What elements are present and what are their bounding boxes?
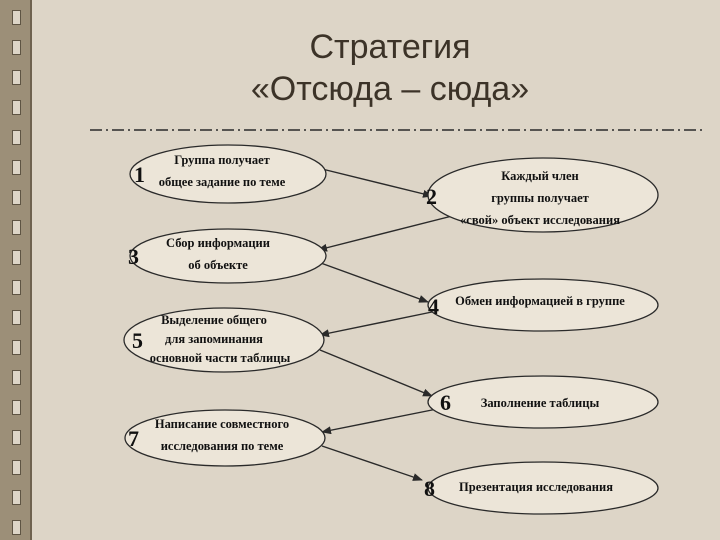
bar-tick bbox=[12, 160, 21, 175]
step-label-line: об объекте bbox=[188, 258, 248, 272]
arrow-3-to-4 bbox=[317, 261, 429, 303]
bar-tick bbox=[12, 340, 21, 355]
bar-tick bbox=[12, 280, 21, 295]
step-label-line: Заполнение таблицы bbox=[481, 396, 600, 410]
bar-tick bbox=[12, 520, 21, 535]
bar-tick bbox=[12, 400, 21, 415]
step-ellipse bbox=[427, 461, 659, 515]
step-ellipse bbox=[427, 375, 659, 429]
step-label-line: Обмен информацией в группе bbox=[455, 294, 625, 308]
step-ellipse bbox=[129, 144, 327, 204]
bar-tick bbox=[12, 370, 21, 385]
step-6: 6 Заполнение таблицы bbox=[427, 375, 659, 429]
step-number: 3 bbox=[128, 244, 139, 269]
step-ellipse bbox=[427, 278, 659, 332]
step-2: 2 Каждый член группы получает «свой» объ… bbox=[426, 157, 659, 233]
step-5: 5 Выделение общего для запоминания основ… bbox=[123, 307, 325, 373]
arrow-6-to-7 bbox=[321, 407, 443, 435]
title-line-1: Стратегия bbox=[309, 28, 471, 66]
step-label-line: общее задание по теме bbox=[159, 175, 286, 189]
left-decorative-bar bbox=[0, 0, 32, 540]
title-line-2: «Отсюда – сюда» bbox=[250, 70, 530, 108]
step-ellipse bbox=[124, 409, 326, 467]
bar-tick bbox=[12, 490, 21, 505]
bar-tick bbox=[12, 190, 21, 205]
step-number: 5 bbox=[132, 328, 143, 353]
bar-tick bbox=[12, 220, 21, 235]
step-number: 6 bbox=[440, 390, 451, 415]
arrow-5-to-6 bbox=[319, 349, 433, 397]
bar-tick bbox=[12, 10, 21, 25]
step-label-line: Написание совместного bbox=[155, 417, 289, 431]
step-label-line: Сбор информации bbox=[166, 236, 270, 250]
step-1: 1 Группа получает общее задание по теме bbox=[129, 144, 327, 204]
step-ellipse bbox=[129, 228, 327, 284]
step-3: 3 Сбор информации об объекте bbox=[128, 228, 327, 284]
step-label-line: Выделение общего bbox=[161, 313, 267, 327]
step-ellipse bbox=[427, 157, 659, 233]
step-number: 7 bbox=[128, 426, 139, 451]
step-number: 2 bbox=[426, 184, 437, 209]
arrow-4-to-5 bbox=[319, 311, 433, 338]
connectors bbox=[317, 167, 461, 481]
step-label-line: группы получает bbox=[491, 191, 589, 205]
bar-tick bbox=[12, 250, 21, 265]
arrow-1-to-2 bbox=[317, 167, 433, 198]
bar-tick bbox=[12, 100, 21, 115]
step-8: 8 Презентация исследования bbox=[424, 461, 659, 515]
bar-tick bbox=[12, 460, 21, 475]
slide-title: Стратегия «Отсюда – сюда» bbox=[130, 26, 650, 110]
arrow-7-to-8 bbox=[321, 445, 423, 481]
step-label-line: для запоминания bbox=[165, 332, 263, 346]
step-label-line: Каждый член bbox=[501, 169, 578, 183]
step-label-line: Презентация исследования bbox=[459, 480, 613, 494]
step-ellipse bbox=[123, 307, 325, 373]
step-number: 1 bbox=[134, 162, 145, 187]
step-label-line: основной части таблицы bbox=[150, 351, 291, 365]
bar-tick bbox=[12, 130, 21, 145]
step-number: 4 bbox=[428, 294, 439, 319]
step-label-line: исследования по теме bbox=[161, 439, 284, 453]
bar-tick bbox=[12, 40, 21, 55]
step-label-line: Группа получает bbox=[174, 153, 270, 167]
bar-tick bbox=[12, 430, 21, 445]
step-7: 7 Написание совместного исследования по … bbox=[124, 409, 326, 467]
step-label-line: «свой» объект исследования bbox=[460, 213, 620, 227]
step-4: 4 Обмен информацией в группе bbox=[427, 278, 659, 332]
step-number: 8 bbox=[424, 476, 435, 501]
arrow-2-to-3 bbox=[317, 213, 461, 252]
bar-tick bbox=[12, 70, 21, 85]
bar-tick bbox=[12, 310, 21, 325]
